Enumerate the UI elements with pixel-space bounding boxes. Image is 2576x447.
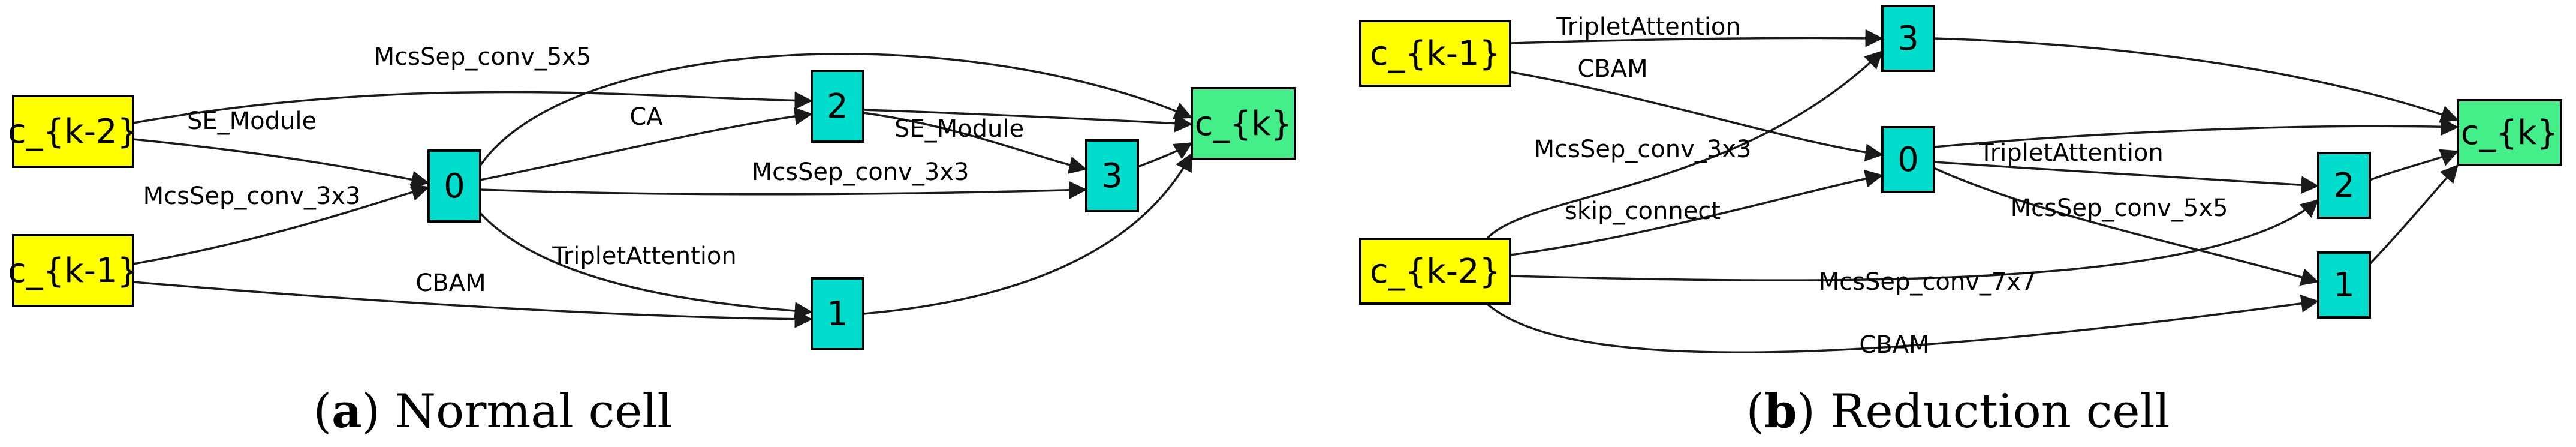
node-box <box>811 70 864 143</box>
node-k1: c_{k-1} <box>1359 20 1511 87</box>
edge-label: McsSep_conv_5x5 <box>2011 194 2228 222</box>
edge-n3-to-ck <box>1933 37 2459 123</box>
node-ck: c_{k} <box>1191 87 1296 160</box>
node-box <box>1359 20 1511 87</box>
edge-n1-to-ck <box>863 152 1193 315</box>
edge-n2-to-ck <box>2369 149 2459 181</box>
edge-label: McsSep_conv_5x5 <box>374 43 592 71</box>
node-layer: c_{k-2} c_{k-1} 0 2 3 1 c_{k} <box>8 70 1296 350</box>
caption-normal-cell: (a) Normal cell <box>314 384 673 439</box>
edge-label: McsSep_conv_3x3 <box>1534 136 1752 163</box>
edge-k1-to-n0 <box>1510 71 1884 162</box>
node-n2: 2 <box>811 70 864 143</box>
edge-label: SE_Module <box>894 115 1024 143</box>
edge-n0-to-n2 <box>480 107 813 181</box>
reduction-cell-panel: TripletAttentionCBAMMcsSep_conv_3x3skip_… <box>1359 5 2562 359</box>
edge-label: CBAM <box>1577 55 1647 83</box>
node-ck: c_{k} <box>2457 99 2562 166</box>
edge-k1-to-n0 <box>132 183 430 265</box>
edge-label: SE_Module <box>187 107 317 135</box>
edge-k2-to-n0 <box>1510 169 1884 256</box>
node-box <box>12 234 134 307</box>
edge-k1-to-n1 <box>132 281 813 328</box>
node-box <box>1359 238 1511 305</box>
node-n0: 0 <box>1881 126 1935 193</box>
node-box <box>1191 87 1296 160</box>
node-box <box>12 95 134 168</box>
edge-n0-to-n1 <box>1933 167 2319 286</box>
edge-label: McsSep_conv_3x3 <box>752 158 969 186</box>
node-layer: c_{k-1} c_{k-2} 3 0 2 1 c_{k} <box>1359 5 2562 319</box>
node-label: c_{k-1} <box>8 251 138 290</box>
edge-label: TripletAttention <box>1556 13 1741 41</box>
edge-n2-to-ck <box>863 109 1193 133</box>
edge-k2-to-n1 <box>1486 294 2319 353</box>
node-label: 2 <box>2333 166 2355 205</box>
edge-label: CBAM <box>1859 331 1929 359</box>
node-box <box>2317 251 2371 319</box>
normal-cell-panel: McsSep_conv_5x5SE_ModuleMcsSep_conv_3x3C… <box>8 43 1296 350</box>
caption-reduction-cell: (b) Reduction cell <box>1746 384 2170 439</box>
edge-label: TripletAttention <box>1978 139 2164 167</box>
edge-n0-to-n1 <box>479 212 813 320</box>
edge-n0-to-ck <box>479 53 1193 166</box>
node-n0: 0 <box>427 149 481 223</box>
node-label: 1 <box>827 295 848 334</box>
edge-label: McsSep_conv_7x7 <box>1819 268 2036 296</box>
node-label: c_{k} <box>1195 104 1292 143</box>
node-label: c_{k-2} <box>1370 252 1501 291</box>
edge-n0-to-n3 <box>480 181 1087 199</box>
edge-label: CA <box>629 103 663 131</box>
edge-layer: McsSep_conv_5x5SE_ModuleMcsSep_conv_3x3C… <box>132 43 1193 328</box>
node-label: 1 <box>2333 266 2355 305</box>
edge-n0-to-ck <box>1933 118 2459 148</box>
node-label: 3 <box>1101 157 1123 196</box>
node-n3: 3 <box>1881 5 1935 72</box>
node-label: c_{k} <box>2461 113 2558 152</box>
edge-k2-to-n2 <box>132 91 813 124</box>
node-n3: 3 <box>1085 139 1139 212</box>
edge-k2-to-n3 <box>1486 50 1884 240</box>
node-label: 0 <box>444 167 465 206</box>
node-label: c_{k-2} <box>8 112 138 151</box>
node-box <box>2317 152 2371 219</box>
node-box <box>1085 139 1139 212</box>
edge-layer: TripletAttentionCBAMMcsSep_conv_3x3skip_… <box>1486 13 2459 359</box>
edge-n3-to-ck <box>1137 142 1193 168</box>
node-k2: c_{k-2} <box>8 95 138 168</box>
edge-label: skip_connect <box>1565 197 1721 225</box>
edge-label: TripletAttention <box>552 242 737 270</box>
node-box <box>427 149 481 223</box>
edge-n2-to-n3 <box>863 112 1087 174</box>
node-k2: c_{k-2} <box>1359 238 1511 305</box>
edge-label: McsSep_conv_3x3 <box>143 182 361 210</box>
edge-k2-to-n0 <box>132 138 430 189</box>
edge-k2-to-n2 <box>1510 199 2319 281</box>
node-box <box>2457 99 2562 166</box>
edge-k1-to-n3 <box>1510 29 1884 47</box>
edge-n0-to-n2 <box>1933 161 2319 194</box>
node-box <box>1881 126 1935 193</box>
node-label: c_{k-1} <box>1370 34 1501 73</box>
node-n2: 2 <box>2317 152 2371 219</box>
node-label: 3 <box>1897 19 1919 58</box>
node-label: 2 <box>827 87 848 126</box>
edge-label: CBAM <box>415 269 486 297</box>
edge-n1-to-ck <box>2369 164 2459 265</box>
node-label: 0 <box>1897 140 1919 179</box>
node-box <box>1881 5 1935 72</box>
node-box <box>811 277 864 350</box>
node-n1: 1 <box>2317 251 2371 319</box>
node-k1: c_{k-1} <box>8 234 138 307</box>
node-n1: 1 <box>811 277 864 350</box>
